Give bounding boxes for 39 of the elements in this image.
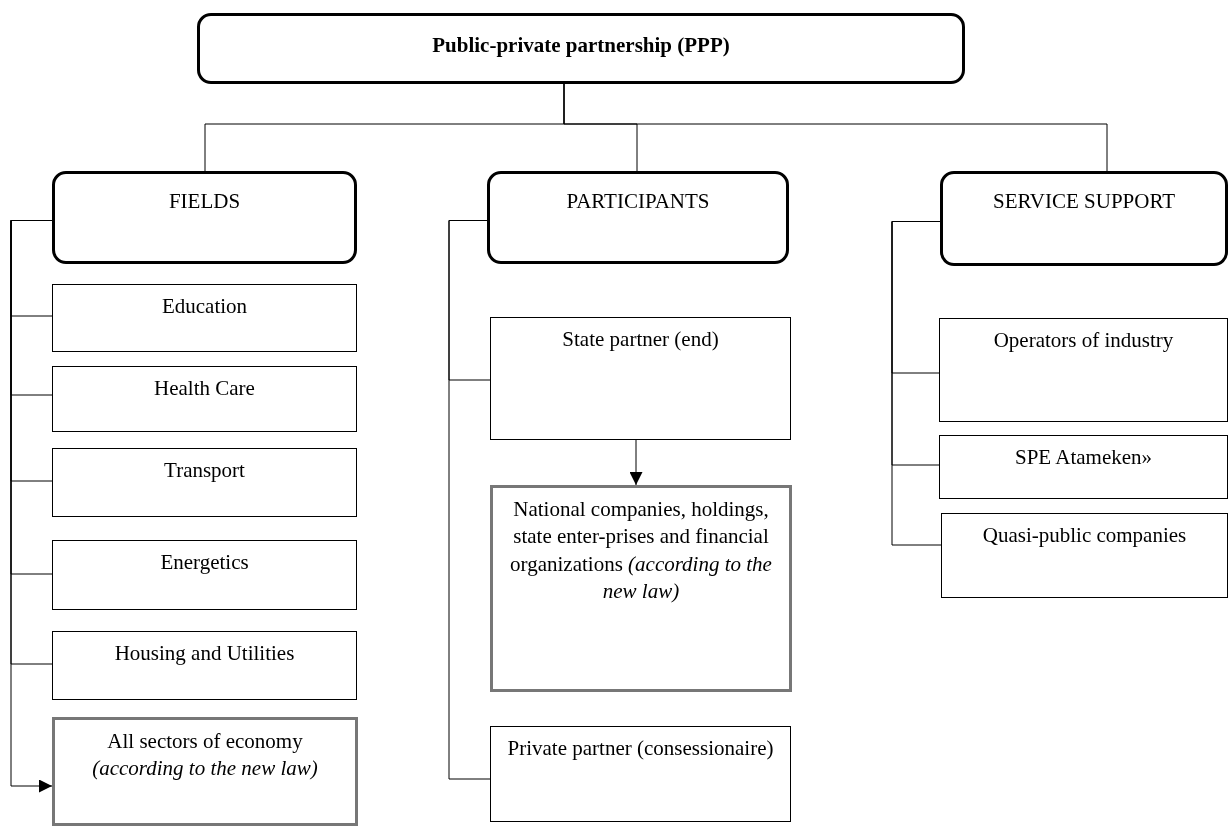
category-box xyxy=(52,171,357,264)
box-label: State partner (end) xyxy=(562,326,719,353)
connector-line xyxy=(891,221,942,546)
category-box xyxy=(197,13,965,84)
item-box xyxy=(52,717,358,826)
box-label: SPE Atameken» xyxy=(1014,444,1153,471)
box-label: Housing and Utilities xyxy=(114,640,295,667)
item-box xyxy=(52,540,357,610)
box-label: Health Care xyxy=(154,375,255,402)
box-label: Education xyxy=(161,293,248,320)
box-label: All sectors of economy xyxy=(107,728,303,755)
item-box xyxy=(490,317,791,440)
category-box xyxy=(940,171,1228,266)
box-label: Transport xyxy=(164,457,245,484)
connector-line xyxy=(448,220,491,780)
item-box xyxy=(939,435,1228,499)
box-label: Quasi-public companies xyxy=(982,522,1187,549)
box-label: Private partner (consessionaire) xyxy=(507,735,774,762)
category-box xyxy=(487,171,789,264)
arrow xyxy=(629,439,643,486)
box-label: Energetics xyxy=(160,549,249,576)
item-box xyxy=(52,366,357,432)
item-box xyxy=(490,485,792,692)
box-label: Operators of industry xyxy=(993,327,1174,354)
box-label: Public-private partnership (PPP) xyxy=(432,32,730,59)
box-label: FIELDS xyxy=(168,188,241,215)
box-label: National companies, holdings, state enter-prises and financial organizations (according to the new law) xyxy=(509,496,773,605)
connector-line xyxy=(10,220,53,665)
box-label: (according to the new law) xyxy=(92,755,318,783)
item-box xyxy=(490,726,791,822)
item-box xyxy=(939,318,1228,422)
arrow xyxy=(10,220,53,793)
box-label: SERVICE SUPPORT xyxy=(993,188,1175,215)
box-label: PARTICIPANTS xyxy=(566,188,710,215)
item-box xyxy=(52,448,357,517)
item-box xyxy=(52,631,357,700)
item-box xyxy=(52,284,357,352)
item-box xyxy=(941,513,1228,598)
connector-line xyxy=(563,83,1108,172)
